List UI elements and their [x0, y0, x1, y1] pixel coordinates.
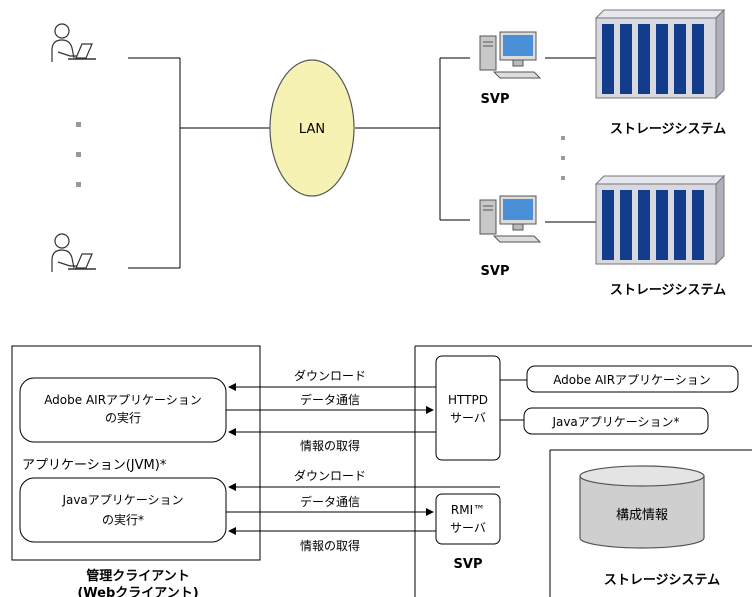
svp-region-outline — [414, 345, 752, 597]
svp-computer-icon-1 — [479, 31, 541, 79]
air-exec-box — [19, 377, 227, 443]
svp-label-bottom: SVP — [454, 557, 483, 572]
management-client-box — [11, 345, 261, 561]
storage-rack-icon-2 — [595, 175, 725, 265]
ellipsis-dots-left — [76, 122, 81, 187]
java-exec-line1: Javaアプリケーション — [61, 493, 183, 507]
user-icon-top — [51, 23, 97, 63]
storage-region-outline — [549, 449, 752, 597]
client-caption-line2: (Webクライアント) — [77, 586, 198, 597]
lan-label: LAN — [299, 122, 325, 137]
lan-ellipse — [269, 59, 355, 197]
air-exec-line2: の実行 — [105, 410, 141, 425]
ellipsis-dots-right — [561, 136, 565, 180]
rmi-server-box — [435, 493, 501, 545]
svp-label-top-2: SVP — [481, 264, 510, 279]
client-caption-line1: 管理クライアント — [86, 568, 189, 584]
storage-label-bottom: ストレージシステム — [604, 573, 720, 588]
rmi-line1: RMI™ — [451, 503, 485, 517]
storage-label-top-2: ストレージシステム — [610, 283, 726, 298]
client-lines — [128, 57, 596, 269]
svp-label-top-1: SVP — [481, 92, 510, 107]
storage-rack-icon-1 — [595, 9, 725, 99]
svp-computer-icon-2 — [479, 195, 541, 243]
config-database-icon — [579, 465, 705, 549]
httpd-line1: HTTPD — [448, 393, 488, 407]
jvm-label: アプリケーション(JVM)* — [22, 458, 167, 473]
httpd-server-box — [435, 355, 501, 461]
java-exec-box — [19, 477, 227, 543]
httpd-line2: サーバ — [450, 411, 486, 425]
arrow-download-1-label: ダウンロード — [294, 368, 366, 383]
air-exec-line1: Adobe AIRアプリケーション — [44, 393, 202, 407]
config-label: 構成情報 — [616, 508, 668, 523]
arrow-data-2-label: データ通信 — [300, 494, 360, 509]
user-icon-bottom — [51, 233, 97, 273]
arrow-info-1-label: 情報の取得 — [300, 438, 360, 453]
arrow-download-2-label: ダウンロード — [294, 468, 366, 483]
arrow-data-1-label: データ通信 — [300, 392, 360, 407]
java-app-box — [523, 407, 709, 435]
arrow-info-2-label: 情報の取得 — [300, 538, 360, 553]
arrows-group — [226, 383, 500, 535]
air-app-box-label: Adobe AIRアプリケーション — [553, 373, 711, 387]
rmi-line2: サーバ — [450, 521, 486, 535]
java-exec-line2: の実行* — [102, 512, 144, 527]
air-app-box — [526, 365, 739, 393]
storage-label-top-1: ストレージシステム — [610, 122, 726, 137]
java-app-box-label: Javaアプリケーション* — [551, 415, 679, 429]
